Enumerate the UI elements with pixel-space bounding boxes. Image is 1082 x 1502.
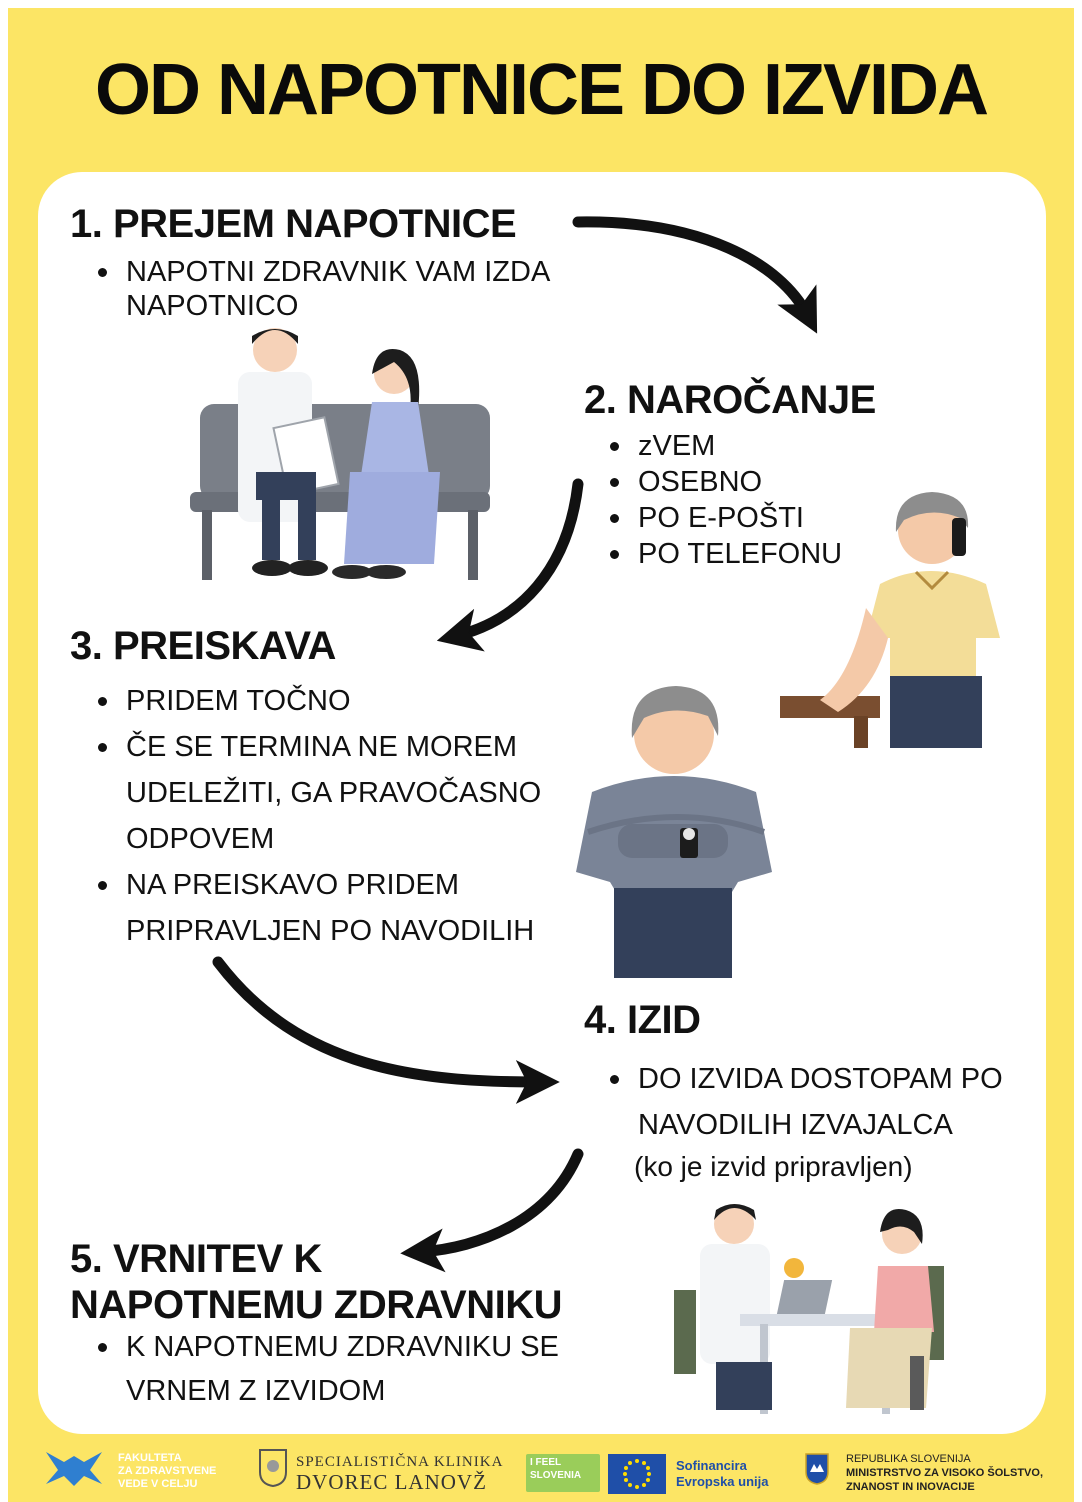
step3-item: PRIDEM TOČNO <box>98 678 578 724</box>
eu-cofunding-text: Sofinancira Evropska unija <box>676 1458 769 1489</box>
content-panel <box>38 172 1046 1434</box>
page-title: OD NAPOTNICE DO IZVIDA <box>94 50 989 130</box>
doctor-patient-bench-illustration <box>190 328 490 580</box>
step5-item: K NAPOTNEMU ZDRAVNIKU SE VRNEM Z IZVIDOM <box>98 1325 598 1413</box>
step1-list: NAPOTNI ZDRAVNIK VAM IZDA NAPOTNICO <box>98 255 558 323</box>
step3-item: NA PREISKAVO PRIDEM PRIPRAVLJEN PO NAVOD… <box>98 862 578 954</box>
step3-heading: 3. PREISKAVA <box>70 624 336 668</box>
step2-list: zVEM OSEBNO PO E-POŠTI PO TELEFONU <box>610 428 930 572</box>
man-checking-watch-illustration <box>576 686 772 978</box>
step5-heading-line2: NAPOTNEMU ZDRAVNIKU <box>70 1283 562 1327</box>
arrow-1-to-2 <box>572 216 818 334</box>
step5-heading-line1: 5. VRNITEV K <box>70 1237 322 1281</box>
step4-note: (ko je izvid pripravljen) <box>634 1151 913 1182</box>
step3-item: ČE SE TERMINA NE MOREM UDELEŽITI, GA PRA… <box>98 724 578 862</box>
step5-list: K NAPOTNEMU ZDRAVNIKU SE VRNEM Z IZVIDOM <box>98 1325 598 1413</box>
step4-item: DO IZVIDA DOSTOPAM PO NAVODILIH IZVAJALC… <box>610 1056 1040 1148</box>
step1-heading: 1. PREJEM NAPOTNICE <box>70 202 517 246</box>
step1-item: NAPOTNI ZDRAVNIK VAM IZDA NAPOTNICO <box>98 255 558 323</box>
arrow-2-to-3 <box>436 478 584 652</box>
arrow-3-to-4 <box>212 956 560 1104</box>
step2-item: zVEM <box>610 428 930 464</box>
step4-list: DO IZVIDA DOSTOPAM PO NAVODILIH IZVAJALC… <box>610 1056 1040 1148</box>
step2-item: PO TELEFONU <box>610 536 930 572</box>
step3-list: PRIDEM TOČNO ČE SE TERMINA NE MOREM UDEL… <box>98 678 578 954</box>
faculty-logo-icon <box>46 1452 102 1486</box>
clinic-crest-icon <box>259 1449 287 1488</box>
man-on-phone-illustration <box>780 492 1000 748</box>
i-feel-slovenia-logo: I FEEL SLOVENIA <box>526 1454 600 1492</box>
eu-flag-icon <box>608 1454 666 1494</box>
clinic-name: SPECIALISTIČNA KLINIKA DVOREC LANOVŽ <box>296 1454 504 1494</box>
faculty-name: FAKULTETA ZA ZDRAVSTVENE VEDE V CELJU <box>118 1452 217 1490</box>
step2-item: OSEBNO <box>610 464 930 500</box>
step2-item: PO E-POŠTI <box>610 500 930 536</box>
ministry-name: REPUBLIKA SLOVENIJA MINISTRSTVO ZA VISOK… <box>846 1453 1043 1493</box>
step4-heading: 4. IZID <box>584 998 701 1042</box>
arrow-4-to-5 <box>400 1148 584 1273</box>
slovenia-coat-of-arms-icon <box>805 1453 829 1485</box>
step5-heading: 5. VRNITEV K NAPOTNEMU ZDRAVNIKU <box>70 1236 562 1328</box>
step2-heading: 2. NAROČANJE <box>584 378 876 422</box>
doctor-patient-desk-illustration <box>674 1204 944 1414</box>
